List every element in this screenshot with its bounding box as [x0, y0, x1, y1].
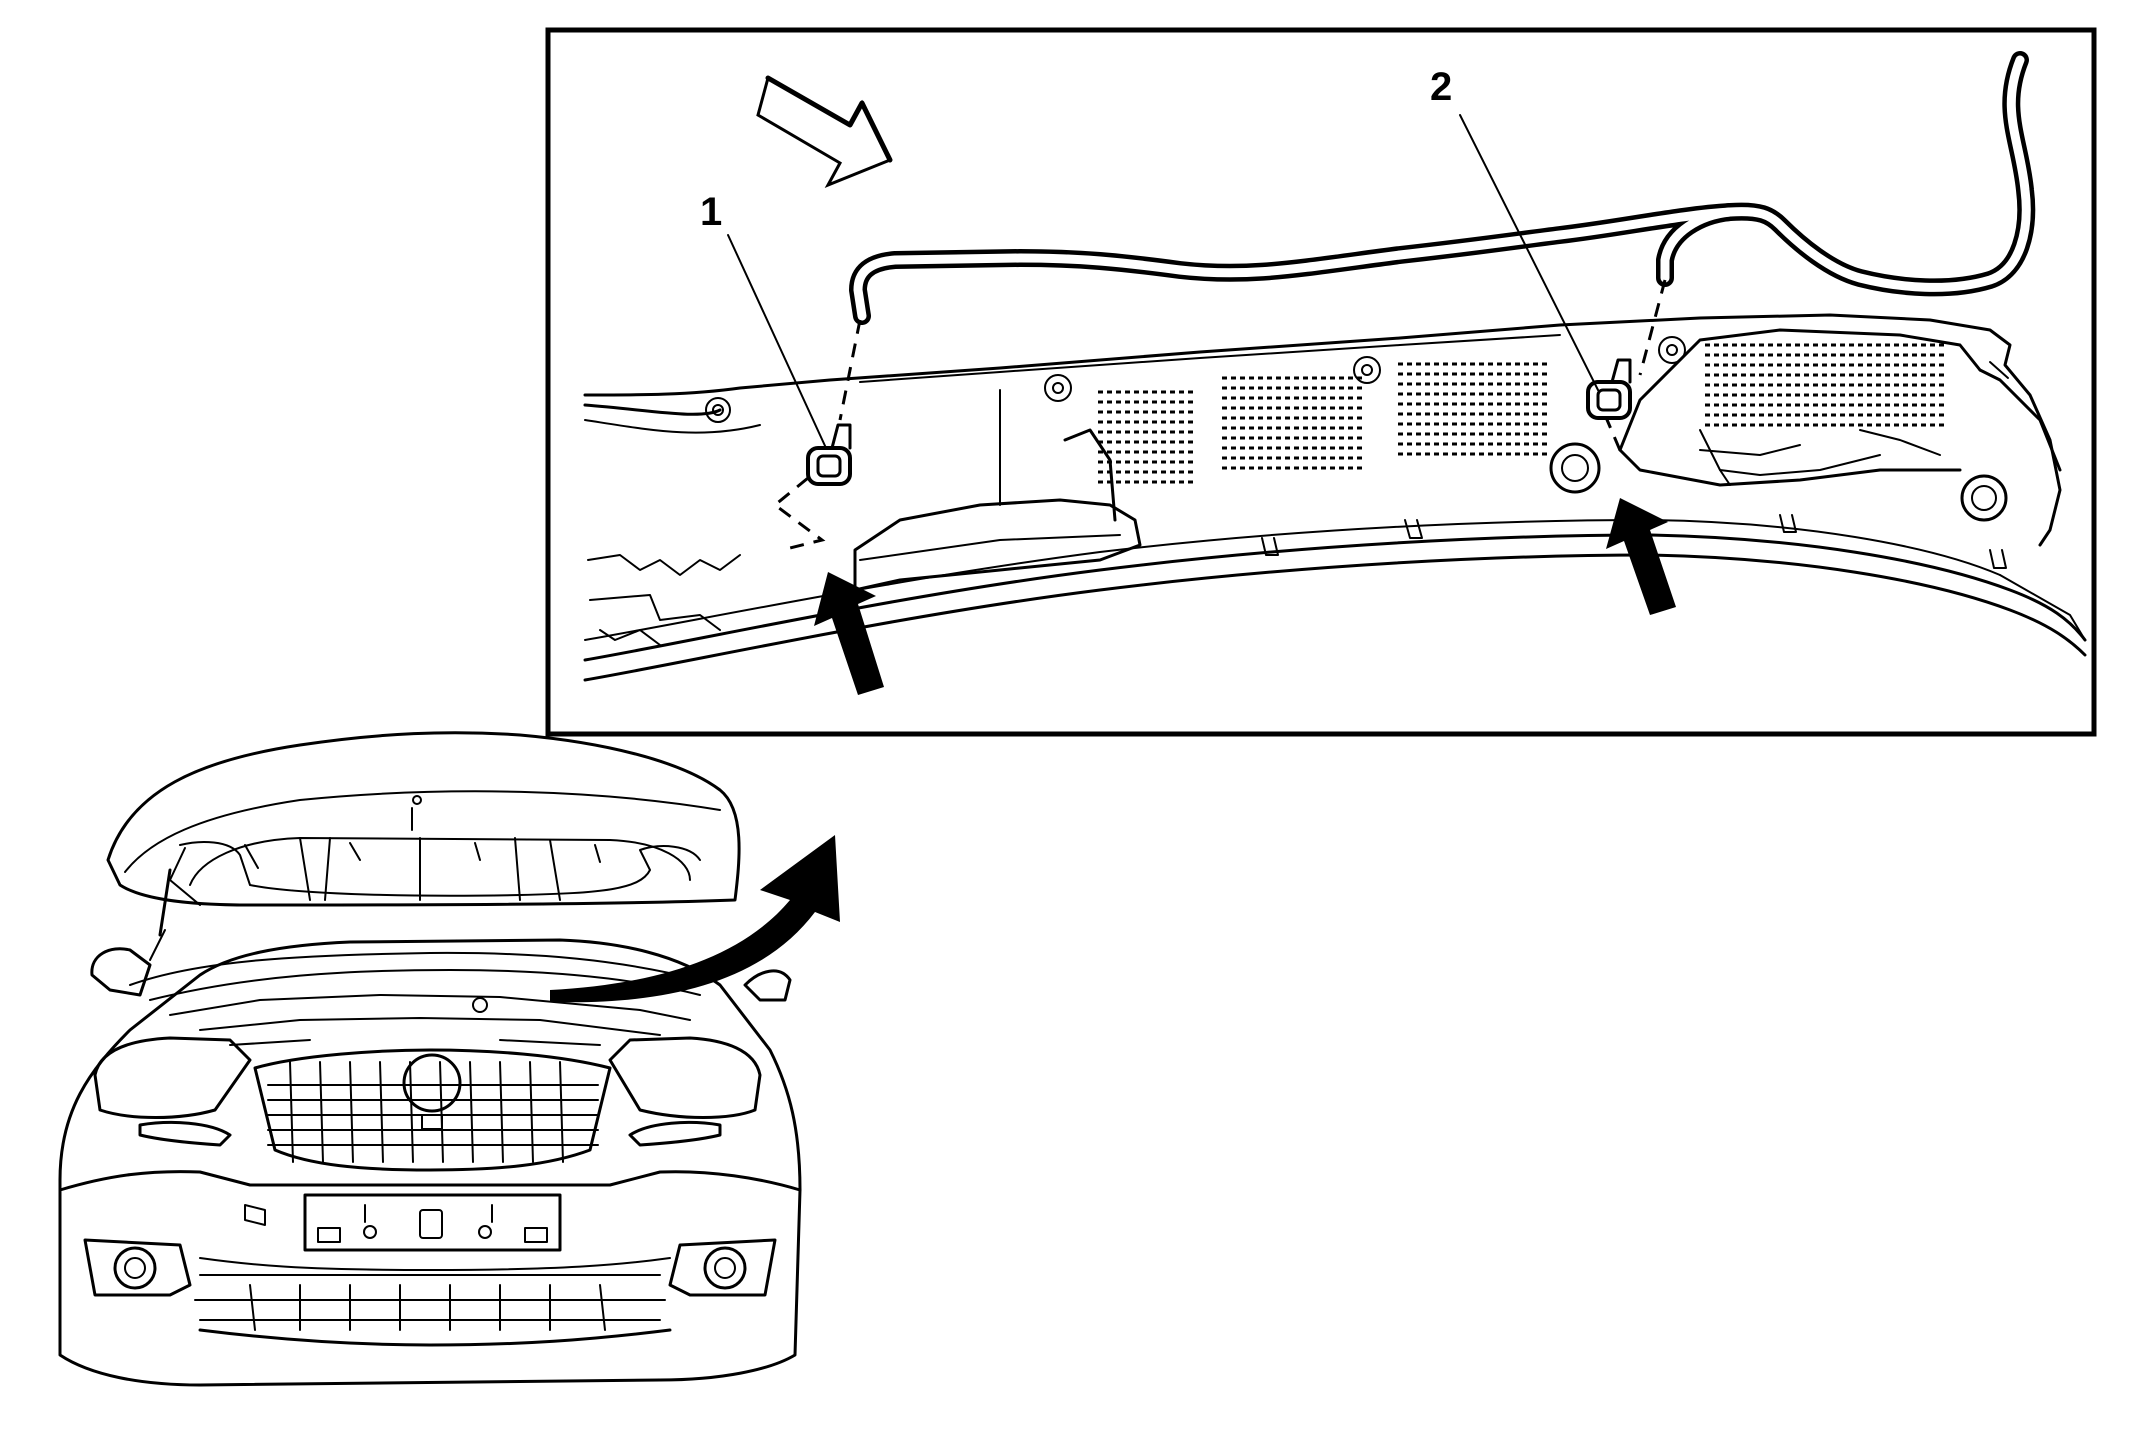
washer-hose: [849, 51, 2036, 325]
detail-inset: 1 2: [545, 27, 2097, 737]
vehicle-body: [58, 938, 802, 1387]
fog-lamp-left: [83, 1238, 192, 1297]
nozzle-guide-right: [1603, 414, 1624, 456]
callout-1-label: 1: [700, 190, 722, 234]
license-plate: [303, 1193, 562, 1252]
headlamp-right: [608, 1036, 762, 1119]
washer-nozzle-left: [806, 423, 852, 486]
washer-nozzle-right: [1586, 358, 1632, 420]
hose-connection-guide-left: [838, 319, 862, 421]
hood-panel: [106, 731, 741, 907]
brand-emblem: [402, 1053, 462, 1113]
detail-frame: [545, 27, 2097, 737]
fog-lamp-right: [668, 1238, 777, 1297]
hose-connection-guide-right: [1638, 279, 1667, 376]
headlamp-left: [93, 1036, 252, 1119]
air-inlet-grille-panel: [583, 313, 2087, 682]
vehicle-front-view: [58, 731, 802, 1387]
callout-2-label: 2: [1430, 65, 1452, 109]
retainer-clips: [1261, 514, 2007, 569]
front-grille: [253, 1048, 612, 1172]
callout-1-leader: [727, 234, 827, 449]
clip-location-arrow-icon: [1606, 498, 1676, 615]
zoom-arrow-icon: [550, 835, 840, 1003]
view-direction-arrow-icon: [756, 75, 893, 188]
grille-mesh: [1098, 343, 1944, 484]
grille-bars: [267, 1061, 599, 1163]
callout-2-leader: [1459, 114, 1599, 391]
clip-location-arrow-icon: [814, 572, 884, 695]
